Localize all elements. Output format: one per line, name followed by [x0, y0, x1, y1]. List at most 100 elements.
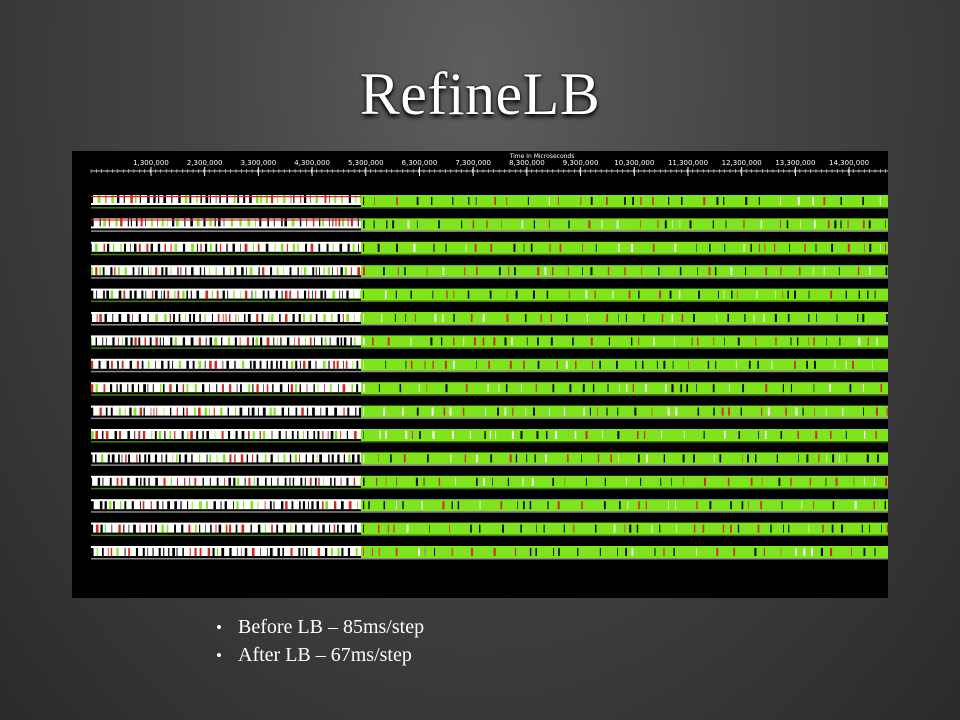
event-segment [233, 501, 234, 510]
event-segment [239, 407, 243, 416]
event-segment [305, 243, 308, 252]
event-segment [203, 218, 206, 227]
axis-title: Time In Microseconds [509, 153, 575, 160]
event-segment [150, 501, 152, 510]
event-segment [811, 548, 813, 556]
event-segment [467, 290, 470, 299]
event-segment [432, 360, 434, 369]
event-segment [297, 290, 299, 299]
event-segment [737, 524, 740, 533]
event-segment [547, 501, 549, 510]
event-segment [103, 218, 106, 227]
event-segment [104, 524, 106, 533]
event-segment [410, 290, 412, 299]
busy-segment [361, 499, 888, 512]
event-segment [91, 218, 94, 227]
event-segment [178, 314, 181, 322]
event-segment [880, 384, 883, 393]
event-segment [176, 218, 179, 227]
event-segment [324, 384, 325, 393]
event-segment [260, 195, 263, 203]
event-segment [239, 337, 241, 346]
tick-label: 5,300,000 [348, 159, 384, 167]
event-segment [395, 290, 397, 299]
event-segment [686, 384, 688, 393]
event-segment [537, 337, 539, 346]
event-segment [402, 501, 404, 510]
event-segment [363, 220, 365, 229]
event-segment [627, 501, 629, 510]
event-segment [525, 314, 527, 322]
event-segment [632, 197, 634, 205]
event-segment [520, 524, 522, 533]
event-segment [876, 337, 878, 346]
event-segment [172, 454, 174, 463]
event-segment [830, 548, 833, 556]
event-segment [608, 337, 610, 346]
event-segment [405, 360, 407, 369]
event-segment [669, 290, 672, 299]
event-segment [253, 360, 256, 369]
bullet-text: After LB – 67ms/step [238, 644, 412, 666]
bullet-icon: • [216, 646, 222, 665]
event-segment [779, 220, 781, 229]
event-segment [314, 290, 317, 299]
event-segment [134, 290, 137, 299]
event-segment [135, 477, 139, 486]
event-segment [862, 197, 864, 205]
event-segment [328, 454, 330, 463]
event-segment [334, 407, 338, 416]
event-segment [223, 218, 225, 227]
event-segment [248, 431, 250, 439]
event-segment [221, 337, 223, 346]
event-segment [869, 267, 871, 276]
event-segment [514, 548, 517, 556]
event-segment [320, 290, 323, 299]
event-segment [318, 243, 321, 252]
event-segment [847, 220, 849, 229]
event-segment [449, 407, 452, 416]
event-segment [261, 314, 264, 322]
event-segment [376, 477, 378, 486]
event-segment [654, 548, 656, 556]
event-segment [589, 407, 591, 416]
event-segment [430, 337, 433, 346]
event-segment [304, 477, 306, 486]
busy-segment [361, 312, 888, 324]
event-segment [240, 384, 242, 393]
event-segment [146, 243, 149, 252]
event-segment [452, 431, 455, 439]
event-segment [782, 384, 784, 393]
event-segment [121, 454, 123, 463]
event-segment [224, 501, 227, 510]
event-segment [565, 360, 568, 369]
event-segment [139, 407, 143, 416]
event-segment [283, 454, 286, 463]
event-segment [363, 243, 365, 252]
event-segment [355, 195, 357, 203]
processor-row [91, 429, 888, 443]
event-segment [262, 267, 265, 276]
event-segment [377, 243, 380, 252]
event-segment [118, 431, 122, 439]
event-segment [758, 431, 759, 439]
row-baseline [91, 487, 888, 490]
event-segment [189, 477, 191, 486]
event-segment [166, 524, 169, 533]
event-segment [557, 197, 559, 205]
event-segment [277, 477, 279, 486]
row-baseline [91, 300, 888, 303]
event-segment [846, 454, 848, 463]
event-segment [221, 431, 224, 439]
event-segment [688, 360, 689, 369]
event-segment [95, 337, 98, 346]
event-segment [128, 454, 130, 463]
event-segment [858, 290, 861, 299]
event-segment [199, 454, 201, 463]
event-segment [708, 267, 711, 276]
event-segment [318, 524, 320, 533]
event-segment [796, 337, 799, 346]
event-segment [724, 337, 725, 346]
event-segment [827, 220, 830, 229]
event-segment [731, 290, 733, 299]
